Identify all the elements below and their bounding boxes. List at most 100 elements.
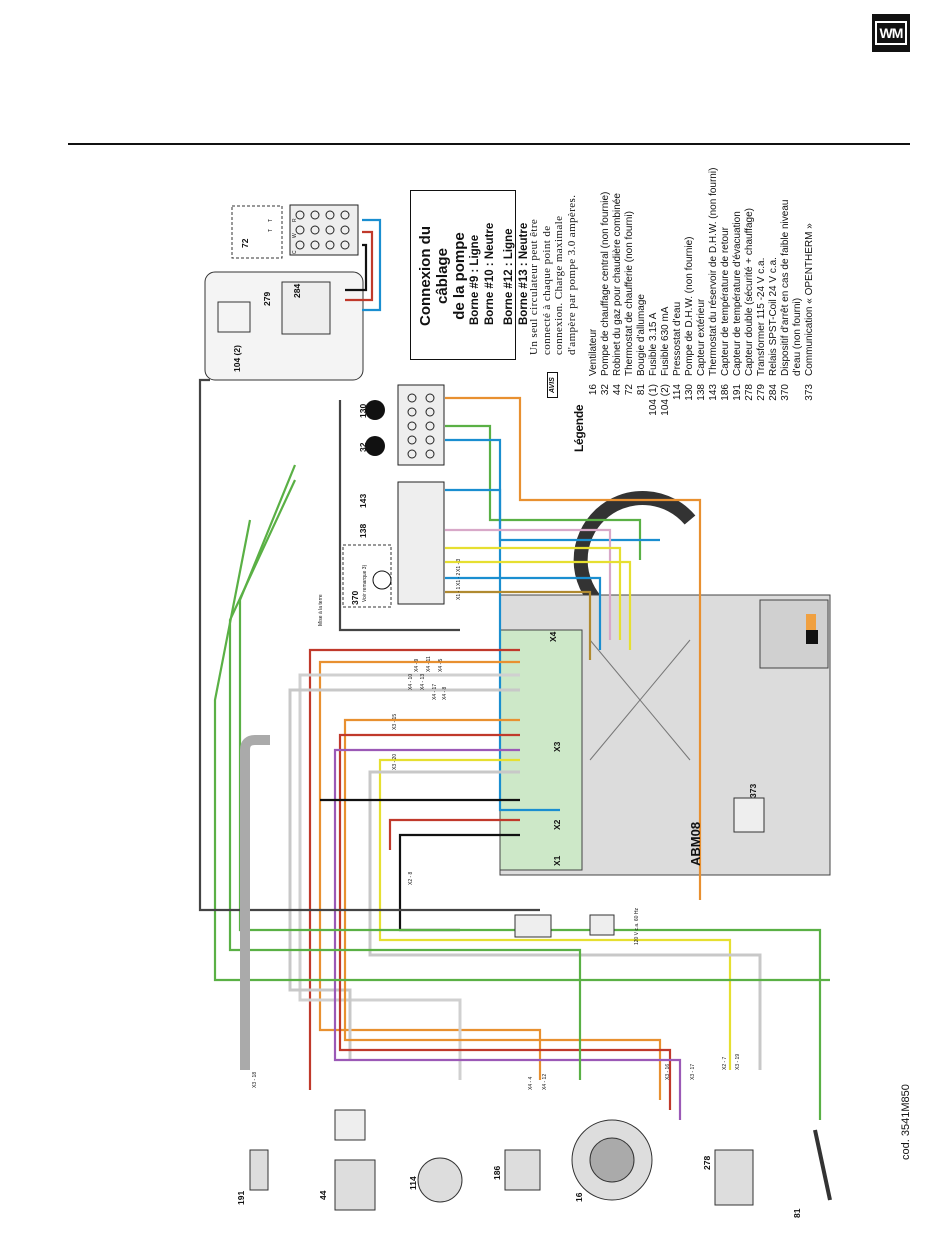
legend-item-number: 284 bbox=[768, 384, 779, 401]
label-191: 191 bbox=[236, 1190, 246, 1205]
legend-item-text: Capteur de température de retour bbox=[720, 227, 731, 376]
notice-badge: AVIS bbox=[541, 372, 559, 398]
ignition-81 bbox=[813, 1129, 832, 1201]
wire-label: X3 - 16 bbox=[665, 1063, 671, 1080]
wire-label: X2 - 7 bbox=[722, 1056, 728, 1070]
legend-item-number: 32 bbox=[600, 384, 611, 396]
label-373: 373 bbox=[748, 783, 758, 798]
legend-item-text: Thermostat du réservoir de D.H.W. (non f… bbox=[708, 167, 719, 376]
pump-wiring-box: Connexion du câblage de la pompe Borne #… bbox=[410, 190, 530, 360]
legend-item-text: Transformer 115 -24 V c.a. bbox=[756, 257, 767, 376]
wire-label: X4 - 10 bbox=[408, 673, 414, 690]
wire-label: X4 - 5 bbox=[438, 658, 444, 672]
legend-item-number: 138 bbox=[696, 384, 707, 401]
sensor-191-tube bbox=[240, 735, 270, 1070]
legend-item-number: 130 bbox=[684, 384, 695, 401]
dual-sensor-278 bbox=[714, 1149, 754, 1206]
label-279: 279 bbox=[262, 291, 272, 306]
brand-logo: WM bbox=[872, 14, 910, 52]
header-rule bbox=[68, 143, 910, 145]
notice-line: connecté à chaque point de bbox=[540, 225, 553, 355]
legend-item-text: Pompe de D.H.W. (non fournie) bbox=[684, 236, 695, 376]
legend-item-number: 114 bbox=[672, 384, 683, 400]
wire-label: X3 - 20 bbox=[392, 753, 398, 770]
gas-valve-44 bbox=[334, 1159, 376, 1211]
wire-label: X3 - 18 bbox=[252, 1071, 258, 1088]
terminal-label-t1: T bbox=[268, 228, 274, 232]
pump-terminal-strip bbox=[397, 384, 445, 466]
sensor-terminal-strip bbox=[397, 481, 445, 605]
connector-x2-label: X2 bbox=[552, 819, 562, 830]
legend-item-text: Bougie d'allumage bbox=[636, 294, 647, 376]
connector-x4-label: X4 bbox=[548, 631, 558, 642]
legend-item: 81 Bougie d'allumage bbox=[636, 168, 648, 430]
notice-line: connexion. Charge maximale bbox=[553, 215, 565, 355]
legend-item-number: 191 bbox=[732, 384, 743, 401]
legend-item-number: 72 bbox=[624, 384, 635, 396]
voir-remarque-label: Voir remarque 3) bbox=[362, 564, 368, 602]
legend-item-text: Fusible 630 mA bbox=[660, 306, 671, 376]
legend-item-number: 44 bbox=[612, 384, 623, 396]
return-sensor-186 bbox=[504, 1149, 541, 1191]
wire-label: X3 - 15 bbox=[392, 713, 398, 730]
wire-label: X4 - 12 bbox=[542, 1073, 548, 1090]
wire-label: X4 - 9 bbox=[414, 658, 420, 672]
thermostat-72-box bbox=[231, 205, 283, 259]
legend-item: 284 Relais SPST-Coil 24 V c.a. bbox=[768, 168, 780, 430]
label-104-2: 104 (2) bbox=[232, 345, 242, 372]
legend-item-number: 104 (1) bbox=[648, 384, 659, 416]
label-130: 130 bbox=[358, 403, 368, 418]
legend-item-text: Thermostat de chaufferie (non fourni) bbox=[624, 211, 635, 376]
legend-item-text: Pompe de chauffage central (non fournie) bbox=[600, 191, 611, 376]
legend-item-text: d'eau (non fourni) bbox=[792, 297, 803, 376]
label-114: 114 bbox=[408, 1176, 418, 1190]
legend-item: 104 (1) Fusible 3.15 A bbox=[648, 168, 660, 430]
label-81: 81 bbox=[792, 1208, 802, 1218]
legend-item-number: 279 bbox=[756, 384, 767, 401]
legend-item-number bbox=[792, 376, 804, 430]
label-284: 284 bbox=[292, 283, 302, 298]
notice-badge-text: AVIS bbox=[547, 372, 558, 398]
legend-item-text: Pressostat d'eau bbox=[672, 301, 683, 376]
label-72: 72 bbox=[240, 238, 250, 248]
legend-item: 130 Pompe de D.H.W. (non fournie) bbox=[684, 168, 696, 430]
wire-label: X4 - 8 bbox=[442, 686, 448, 700]
legend: Légende bbox=[572, 405, 586, 452]
legend-item-text: Ventilateur bbox=[588, 328, 599, 376]
legend-item-number: 81 bbox=[636, 384, 647, 396]
legend-item-number: 104 (2) bbox=[660, 384, 671, 416]
legend-item: 104 (2) Fusible 630 mA bbox=[660, 168, 672, 430]
label-186: 186 bbox=[492, 1165, 502, 1180]
label-370: 370 bbox=[350, 590, 360, 605]
legend-item: d'eau (non fourni) bbox=[792, 168, 804, 430]
connector-x1-label: X1 bbox=[552, 855, 562, 866]
legend-item: 279 Transformer 115 -24 V c.a. bbox=[756, 168, 768, 430]
label-16: 16 bbox=[574, 1192, 584, 1202]
terminal-label-c: C bbox=[292, 250, 298, 254]
terminal-strip-cwr bbox=[289, 204, 359, 256]
wire-label: X4 - 4 bbox=[528, 1076, 534, 1090]
pump-box-title-1: Connexion du câblage bbox=[417, 226, 451, 326]
legend-item-text: Relais SPST-Coil 24 V c.a. bbox=[768, 257, 779, 376]
legend-item-text: Fusible 3.15 A bbox=[648, 312, 659, 376]
legend-item-number: 370 bbox=[780, 384, 791, 401]
wire-label: X2 - 8 bbox=[408, 871, 414, 885]
wire-label: X1 - 3 bbox=[456, 558, 462, 572]
pump-box-title-2: de la pompe bbox=[451, 232, 468, 320]
notice-line: d'ampère par pompe 3.0 ampères. bbox=[565, 194, 578, 355]
label-143: 143 bbox=[358, 493, 368, 508]
notice-text: Un seul circulateur peut être connecté à… bbox=[528, 195, 578, 355]
legend-item-number: 278 bbox=[744, 384, 755, 401]
legend-item-text: Communication « OPENTHERM » bbox=[804, 223, 815, 376]
legend-item-number: 186 bbox=[720, 384, 731, 401]
label-44: 44 bbox=[318, 1190, 328, 1200]
